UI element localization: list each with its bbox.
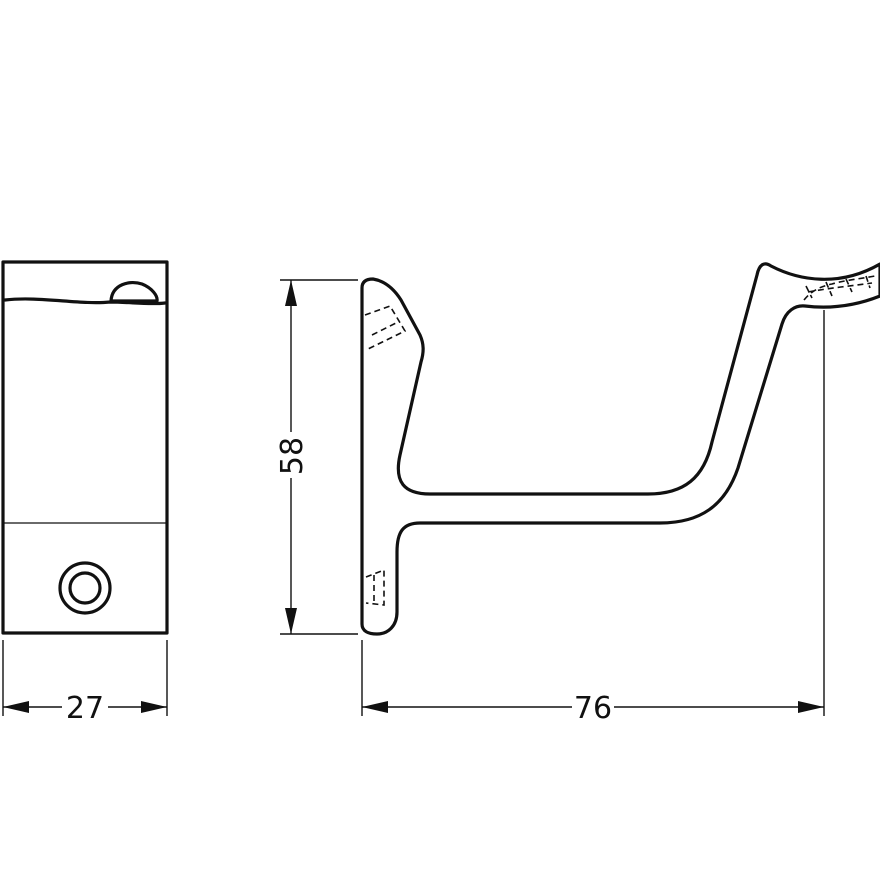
dimension-height: 58 [275,279,358,635]
side-view-bracket-outline [360,262,880,636]
length-arrow-right [798,701,824,713]
height-arrow-top [285,280,297,306]
length-dimension-label: 76 [574,691,612,726]
length-arrow-left [362,701,388,713]
front-view-top-edge [3,297,167,306]
width-dimension-label: 27 [66,691,104,726]
width-arrow-right [141,701,167,713]
front-view [1,260,169,635]
side-view-hidden-saddle-hole [803,275,876,301]
side-view-hidden-hole-top-inner [371,321,399,336]
height-dimension-label: 58 [275,437,310,475]
dimension-width: 27 [2,640,168,726]
side-view-hidden-hole-top [364,305,407,350]
side-view [360,262,880,636]
front-view-screw-head [109,280,159,303]
side-view-hidden-hole-bottom [365,568,385,606]
front-view-mounting-hole-inner [68,571,102,605]
front-view-mounting-hole-outer [58,561,112,615]
front-view-body [1,260,169,635]
dimension-length: 76 [361,310,825,726]
width-arrow-left [3,701,29,713]
height-arrow-bottom [285,608,297,634]
